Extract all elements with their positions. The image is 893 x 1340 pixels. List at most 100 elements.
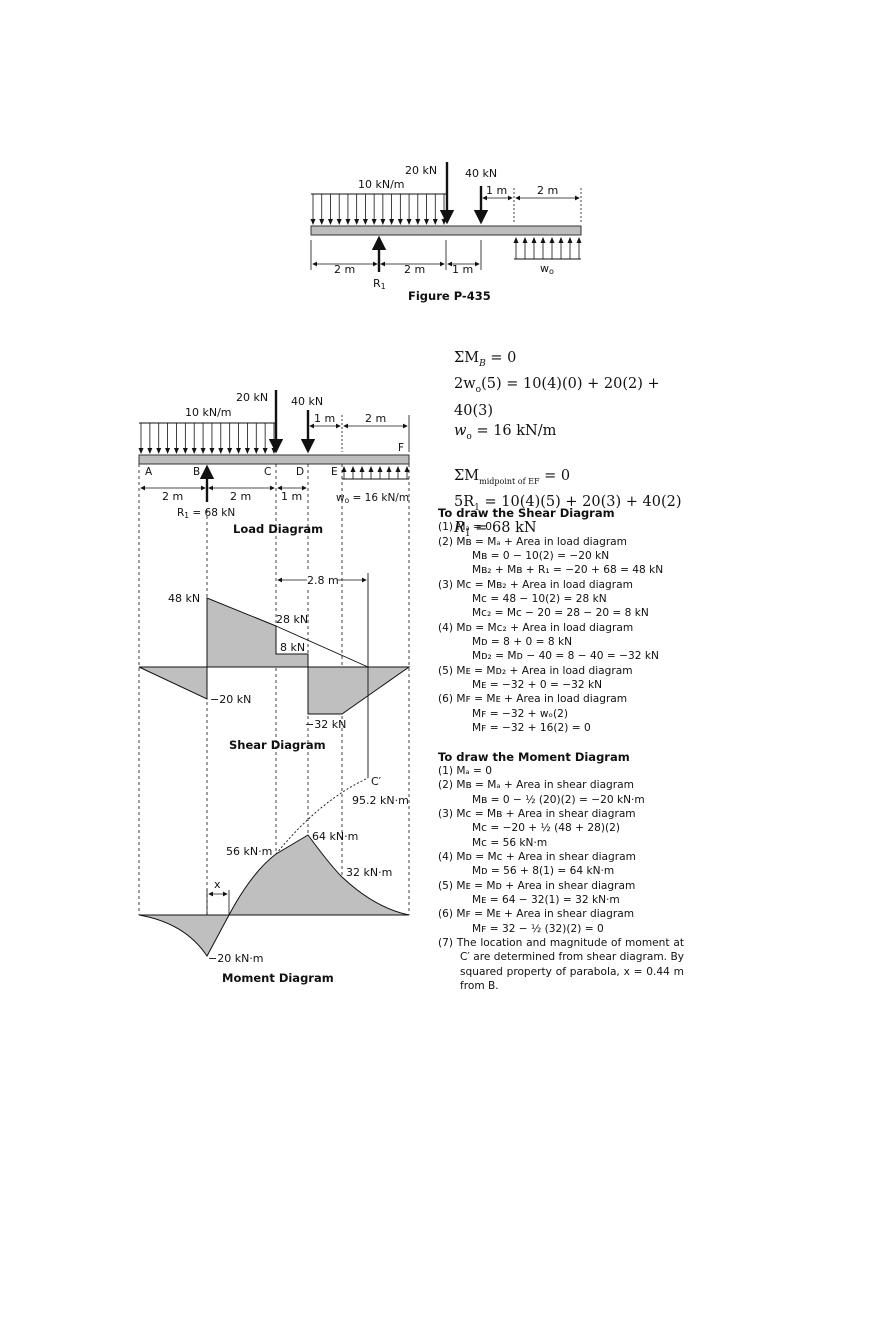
udl-arrows-main <box>138 423 277 454</box>
step-line: (2) Mʙ = Mₐ + Area in load diagram <box>438 535 627 548</box>
load-arrowhead <box>441 219 447 225</box>
load-arrowhead <box>236 448 242 454</box>
wo-label-main: wo = 16 kN/m <box>336 492 409 505</box>
load-arrowhead <box>513 237 519 243</box>
load-arrowhead <box>371 219 377 225</box>
reaction-label-main: R1 = 68 kN <box>177 507 235 520</box>
load-arrowhead <box>522 237 528 243</box>
load-arrowhead <box>227 448 233 454</box>
load-arrowhead <box>336 219 342 225</box>
load-arrowhead <box>362 219 368 225</box>
solution-steps: To draw the Shear Diagram (1) Mₐ = 0(2) … <box>438 506 684 993</box>
point-c: C <box>264 466 271 478</box>
load-arrowhead <box>173 448 179 454</box>
load-arrowhead <box>549 237 555 243</box>
step-line: Mᴇ = −32 + 0 = −32 kN <box>472 679 603 692</box>
guide-lines <box>138 464 410 915</box>
equilibrium-equations: ΣMB = 0 2wo(5) = 10(4)(0) + 20(2) + 40(3… <box>454 348 684 545</box>
moment-x: x <box>214 878 221 891</box>
moment-64: 64 kN·m <box>312 830 358 843</box>
shear-steps-list: (1) Mₐ = 0(2) Mʙ = Mₐ + Area in load dia… <box>438 520 684 735</box>
shear-48: 48 kN <box>168 592 200 605</box>
step-line: (7) The location and magnitude of moment… <box>438 936 684 992</box>
step-line: Mᴄ₂ = Mᴄ − 20 = 28 − 20 = 8 kN <box>472 607 649 620</box>
step-line: Mᴄ = 56 kN·m <box>472 836 548 849</box>
step-line: Mꜰ = −32 + wₒ(2) <box>472 707 568 720</box>
moment-32: 32 kN·m <box>346 866 392 879</box>
load-arrowhead <box>389 219 395 225</box>
load-arrowhead <box>350 466 356 472</box>
load-arrowhead <box>191 448 197 454</box>
load-arrowhead <box>345 219 351 225</box>
load-diagram-title: Load Diagram <box>233 522 323 536</box>
shear-diagram: 2.8 m 48 kN 28 kN 8 kN −20 kN −32 kN She… <box>138 572 411 778</box>
equation-3: wo = 16 kN/m <box>454 423 557 443</box>
equation-1: ΣMB = 0 <box>454 350 517 369</box>
load-arrowhead <box>380 219 386 225</box>
load-arrowhead <box>319 219 325 225</box>
step-line: Mᴅ₂ = Mᴅ − 40 = 8 − 40 = −32 kN <box>472 650 659 663</box>
dim-ab-main: 2 m <box>162 490 183 503</box>
load-arrowhead <box>209 448 215 454</box>
shear-steps-heading: To draw the Shear Diagram <box>438 506 615 520</box>
moment-56: 56 kN·m <box>226 845 272 858</box>
step-line: Mʙ = 0 − ½ (20)(2) = −20 kN·m <box>472 793 645 806</box>
beam-diagrams: 10 kN/m 20 kN 40 kN 1 m 2 m F wo = 16 kN… <box>138 390 411 985</box>
step-line: (5) Mᴇ = Mᴅ + Area in shear diagram <box>438 879 636 892</box>
load-arrowhead <box>377 466 383 472</box>
udl-label-main: 10 kN/m <box>185 406 232 419</box>
dim-de-main: 1 m <box>314 412 335 425</box>
wo-label: wo <box>540 262 554 276</box>
point-b: B <box>193 466 200 478</box>
load-arrowhead <box>147 448 153 454</box>
load-arrowhead <box>165 448 171 454</box>
load-arrowhead <box>386 466 392 472</box>
dim-bc-main: 2 m <box>230 490 251 503</box>
shear-neg32: −32 kN <box>305 718 346 731</box>
load-arrowhead <box>368 466 374 472</box>
point-e: E <box>331 466 338 478</box>
figure-caption: Figure P-435 <box>408 289 491 303</box>
load-arrowhead <box>253 448 259 454</box>
load-arrowhead <box>531 237 537 243</box>
load-arrowhead <box>262 448 268 454</box>
step-line: (4) Mᴅ = Mᴄ + Area in shear diagram <box>438 850 636 863</box>
load-arrowhead <box>359 466 365 472</box>
figure-p435: 10 kN/m 20 kN 40 kN 1 m 2 m wo R1 2 m 2 … <box>310 162 582 303</box>
load-arrowhead <box>540 237 546 243</box>
equation-2: 2wo(5) = 10(4)(0) + 20(2) + 40(3) <box>454 376 660 419</box>
moment-steps-heading: To draw the Moment Diagram <box>438 749 630 764</box>
load-arrowhead <box>310 219 316 225</box>
step-line: (6) Mꜰ = Mᴇ + Area in load diagram <box>438 693 628 706</box>
point-load-40: 40 kN <box>465 167 497 180</box>
shear-28: 28 kN <box>276 613 308 626</box>
step-line: Mꜰ = −32 + 16(2) = 0 <box>472 722 591 735</box>
dim-bc: 2 m <box>404 263 425 276</box>
moment-diagram: x C′ 95.2 kN·m 56 kN·m 64 kN·m 32 kN·m −… <box>138 775 410 985</box>
step-line: Mʙ₂ + Mʙ + R₁ = −20 + 68 = 48 kN <box>472 564 664 577</box>
wo-arrows <box>513 237 582 259</box>
step-line: (6) Mꜰ = Mᴇ + Area in shear diagram <box>438 908 635 921</box>
point-load-20-main: 20 kN <box>236 391 268 404</box>
equation-4: ΣMmidpoint of EF = 0 <box>454 467 571 486</box>
reaction-label: R1 <box>373 277 386 291</box>
step-line: Mʙ = 0 − 10(2) = −20 kN <box>472 550 610 563</box>
load-arrowhead <box>432 219 438 225</box>
step-line: (1) Mₐ = 0 <box>438 521 493 534</box>
load-arrowhead <box>182 448 188 454</box>
point-load-20: 20 kN <box>405 164 437 177</box>
load-arrowhead <box>576 237 582 243</box>
step-line: Mᴅ = 8 + 0 = 8 kN <box>472 636 573 649</box>
load-arrowhead <box>415 219 421 225</box>
step-line: (3) Mᴄ = Mʙ₂ + Area in load diagram <box>438 578 633 591</box>
load-arrowhead <box>406 219 412 225</box>
step-line: (2) Mʙ = Mₐ + Area in shear diagram <box>438 779 634 792</box>
point-d: D <box>296 466 304 478</box>
equation-5: 5R1 = 10(4)(5) + 20(3) + 40(2) <box>454 494 682 513</box>
moment-steps-list: (1) Mₐ = 0(2) Mʙ = Mₐ + Area in shear di… <box>438 764 684 994</box>
load-arrowhead <box>244 448 250 454</box>
moment-max: 95.2 kN·m <box>352 794 409 807</box>
step-line: Mᴇ = 64 − 32(1) = 32 kN·m <box>472 893 620 906</box>
step-line: Mᴅ = 56 + 8(1) = 64 kN·m <box>472 865 615 878</box>
load-arrowhead <box>200 448 206 454</box>
